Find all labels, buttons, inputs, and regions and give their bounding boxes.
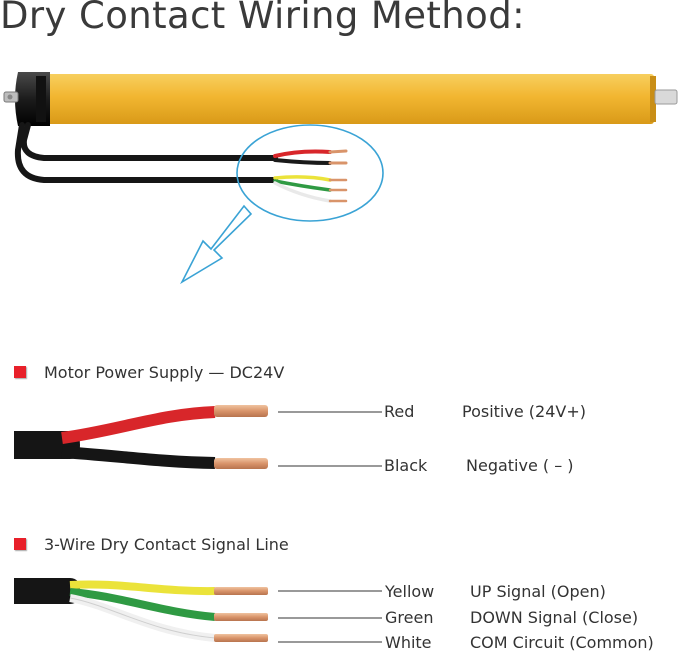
motor-shaft bbox=[654, 89, 678, 105]
power-wire-black-function: Negative ( – ) bbox=[466, 456, 574, 475]
power-wire-red-color: Red bbox=[384, 402, 415, 421]
signal-white-wire-edge bbox=[69, 597, 216, 639]
signal-wire-yellow-color: Yellow bbox=[385, 582, 435, 601]
motor-tube-end bbox=[650, 76, 656, 122]
signal-cable-detail bbox=[14, 578, 382, 643]
signal-wire-yellow-function: UP Signal (Open) bbox=[470, 582, 606, 601]
power-section-title: Motor Power Supply — DC24V bbox=[44, 362, 285, 382]
power-black-copper bbox=[214, 458, 268, 469]
power-section-header: Motor Power Supply — DC24V bbox=[14, 362, 284, 382]
callout-black-wire bbox=[273, 158, 332, 165]
signal-cable bbox=[14, 122, 278, 183]
power-cable bbox=[20, 122, 278, 161]
signal-wire-white-color: White bbox=[385, 633, 432, 652]
callout-red-wire bbox=[273, 149, 332, 158]
power-red-wire bbox=[61, 406, 216, 444]
signal-white-copper bbox=[214, 634, 268, 642]
motor-cables bbox=[14, 122, 348, 203]
signal-yellow-wire bbox=[69, 580, 216, 596]
callout-ellipse bbox=[236, 124, 384, 222]
signal-yellow-copper bbox=[214, 587, 268, 595]
signal-wire-white-function: COM Circuit (Common) bbox=[470, 633, 654, 652]
motor-tube bbox=[46, 74, 654, 124]
signal-section-title: 3-Wire Dry Contact Signal Line bbox=[44, 534, 289, 554]
bracket-screw bbox=[7, 94, 13, 100]
zoom-callout bbox=[180, 124, 384, 285]
callout-arrow bbox=[180, 204, 253, 285]
signal-wire-green-color: Green bbox=[385, 608, 434, 627]
power-wire-black-color: Black bbox=[384, 456, 428, 475]
callout-yellow-wire bbox=[273, 175, 332, 182]
tubular-motor bbox=[3, 72, 678, 126]
power-wire-red-function: Positive (24V+) bbox=[462, 402, 586, 421]
signal-green-copper bbox=[214, 613, 268, 621]
signal-jacket bbox=[14, 578, 80, 604]
signal-wire-green-function: DOWN Signal (Close) bbox=[470, 608, 639, 627]
callout-red-copper bbox=[328, 149, 348, 154]
signal-section-bullet bbox=[14, 538, 26, 550]
power-cable-detail bbox=[14, 405, 382, 469]
power-red-copper bbox=[214, 405, 268, 417]
diagram-title: Dry Contact Wiring Method: bbox=[0, 0, 525, 37]
power-black-wire bbox=[61, 446, 216, 469]
signal-section-header: 3-Wire Dry Contact Signal Line bbox=[14, 534, 289, 554]
power-section-bullet bbox=[14, 366, 26, 378]
signal-green-wire bbox=[69, 588, 216, 621]
callout-green-wire bbox=[273, 179, 332, 192]
callout-white-wire bbox=[273, 181, 332, 203]
motor-head-ring bbox=[36, 76, 46, 122]
